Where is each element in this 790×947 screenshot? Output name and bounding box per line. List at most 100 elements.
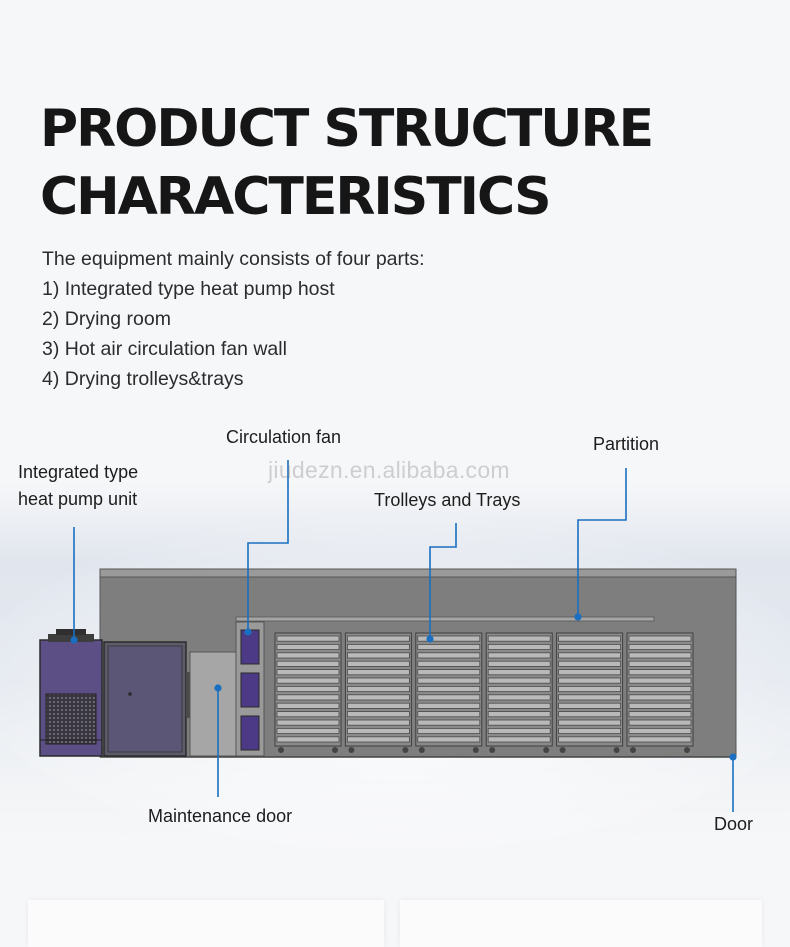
label-maintenance-door: Maintenance door: [148, 806, 293, 826]
trolley-wheel: [489, 747, 496, 753]
tray: [417, 711, 481, 718]
partition-panel: [235, 616, 655, 622]
tray: [487, 711, 551, 718]
tray: [628, 644, 692, 651]
label-partition: Partition: [593, 434, 660, 454]
callout-lines: [73, 460, 734, 812]
tray: [628, 719, 692, 726]
tray: [628, 736, 692, 743]
tray: [276, 736, 340, 743]
trolley-wheel: [472, 747, 479, 753]
tray: [558, 694, 621, 701]
page-title: PRODUCT STRUCTURE CHARACTERISTICS: [40, 95, 654, 231]
watermark: jiudezn.en.alibaba.com: [268, 457, 510, 483]
callout-dot: [70, 636, 78, 644]
label-circulation-fan: Circulation fan: [226, 427, 342, 447]
trolley-wheel: [684, 747, 690, 753]
trolley-wheel: [543, 747, 550, 753]
trolley-wheel: [332, 747, 338, 753]
tray: [276, 669, 340, 676]
callout-dot: [729, 753, 737, 761]
tray: [487, 719, 551, 726]
tray: [628, 694, 692, 701]
tray: [417, 702, 481, 709]
tray: [346, 635, 410, 642]
tray: [558, 652, 621, 659]
tray: [487, 702, 551, 709]
tray: [628, 677, 692, 684]
trolley-wheel: [348, 747, 355, 753]
trolley-wheel: [559, 747, 566, 753]
tray: [628, 652, 692, 659]
callout-line-partition: [577, 468, 627, 617]
tray: [276, 694, 340, 701]
tray: [487, 728, 551, 735]
label-heat-pump: Integrated type heat pump unit: [18, 459, 138, 513]
tray: [346, 711, 410, 718]
label-heat-pump-line-1: Integrated type: [18, 462, 139, 482]
tray: [487, 660, 551, 667]
tray: [346, 686, 410, 693]
tray: [487, 677, 551, 684]
tray: [417, 677, 481, 684]
tray: [417, 635, 481, 642]
trolley-wheel: [402, 747, 409, 753]
intro-list: The equipment mainly consists of four pa…: [42, 244, 425, 394]
intro-lead: The equipment mainly consists of four pa…: [42, 248, 425, 270]
trolley-group: [274, 632, 694, 753]
tray: [628, 728, 692, 735]
tray: [487, 644, 551, 651]
label-trolleys: Trolleys and Trays: [374, 490, 521, 510]
intro-item: 1) Integrated type heat pump host: [42, 278, 335, 300]
tray: [276, 711, 340, 718]
tray: [558, 669, 621, 676]
tray: [487, 669, 551, 676]
trolley-wheel: [418, 747, 425, 753]
maintenance-door-panel: [189, 651, 237, 757]
tray: [487, 635, 551, 642]
tray: [276, 644, 340, 651]
tray: [628, 702, 692, 709]
trolley-wheel: [630, 747, 636, 753]
tray: [417, 660, 481, 667]
tray: [558, 711, 621, 718]
tray: [276, 660, 340, 667]
tray: [276, 686, 340, 693]
tray: [558, 736, 621, 743]
tray: [417, 728, 481, 735]
callout-dot: [426, 635, 434, 643]
tray: [417, 686, 481, 693]
tray: [487, 652, 551, 659]
tray: [417, 719, 481, 726]
tray: [628, 669, 692, 676]
tray: [558, 686, 621, 693]
tray: [346, 694, 410, 701]
tray: [276, 719, 340, 726]
callout-dots: [70, 613, 737, 761]
tray: [346, 719, 410, 726]
tray: [346, 736, 410, 743]
tray: [628, 711, 692, 718]
title-line-2: CHARACTERISTICS: [40, 167, 552, 227]
bottom-card-right: [400, 900, 762, 947]
tray: [558, 635, 621, 642]
tray: [346, 669, 410, 676]
tray: [346, 677, 410, 684]
callout-dot: [244, 628, 252, 636]
tray: [558, 728, 621, 735]
tray: [487, 694, 551, 701]
tray: [346, 644, 410, 651]
tray: [276, 702, 340, 709]
tray: [628, 660, 692, 667]
label-door: Door: [714, 814, 754, 834]
tray: [558, 660, 621, 667]
intro-item: 3) Hot air circulation fan wall: [42, 338, 287, 360]
tray: [487, 686, 551, 693]
callout-dot: [214, 684, 222, 692]
tray: [417, 644, 481, 651]
fan-wall: [235, 621, 265, 757]
tray: [346, 660, 410, 667]
intro-item: 4) Drying trolleys&trays: [42, 368, 244, 390]
callout-line-trolleys: [429, 523, 457, 639]
